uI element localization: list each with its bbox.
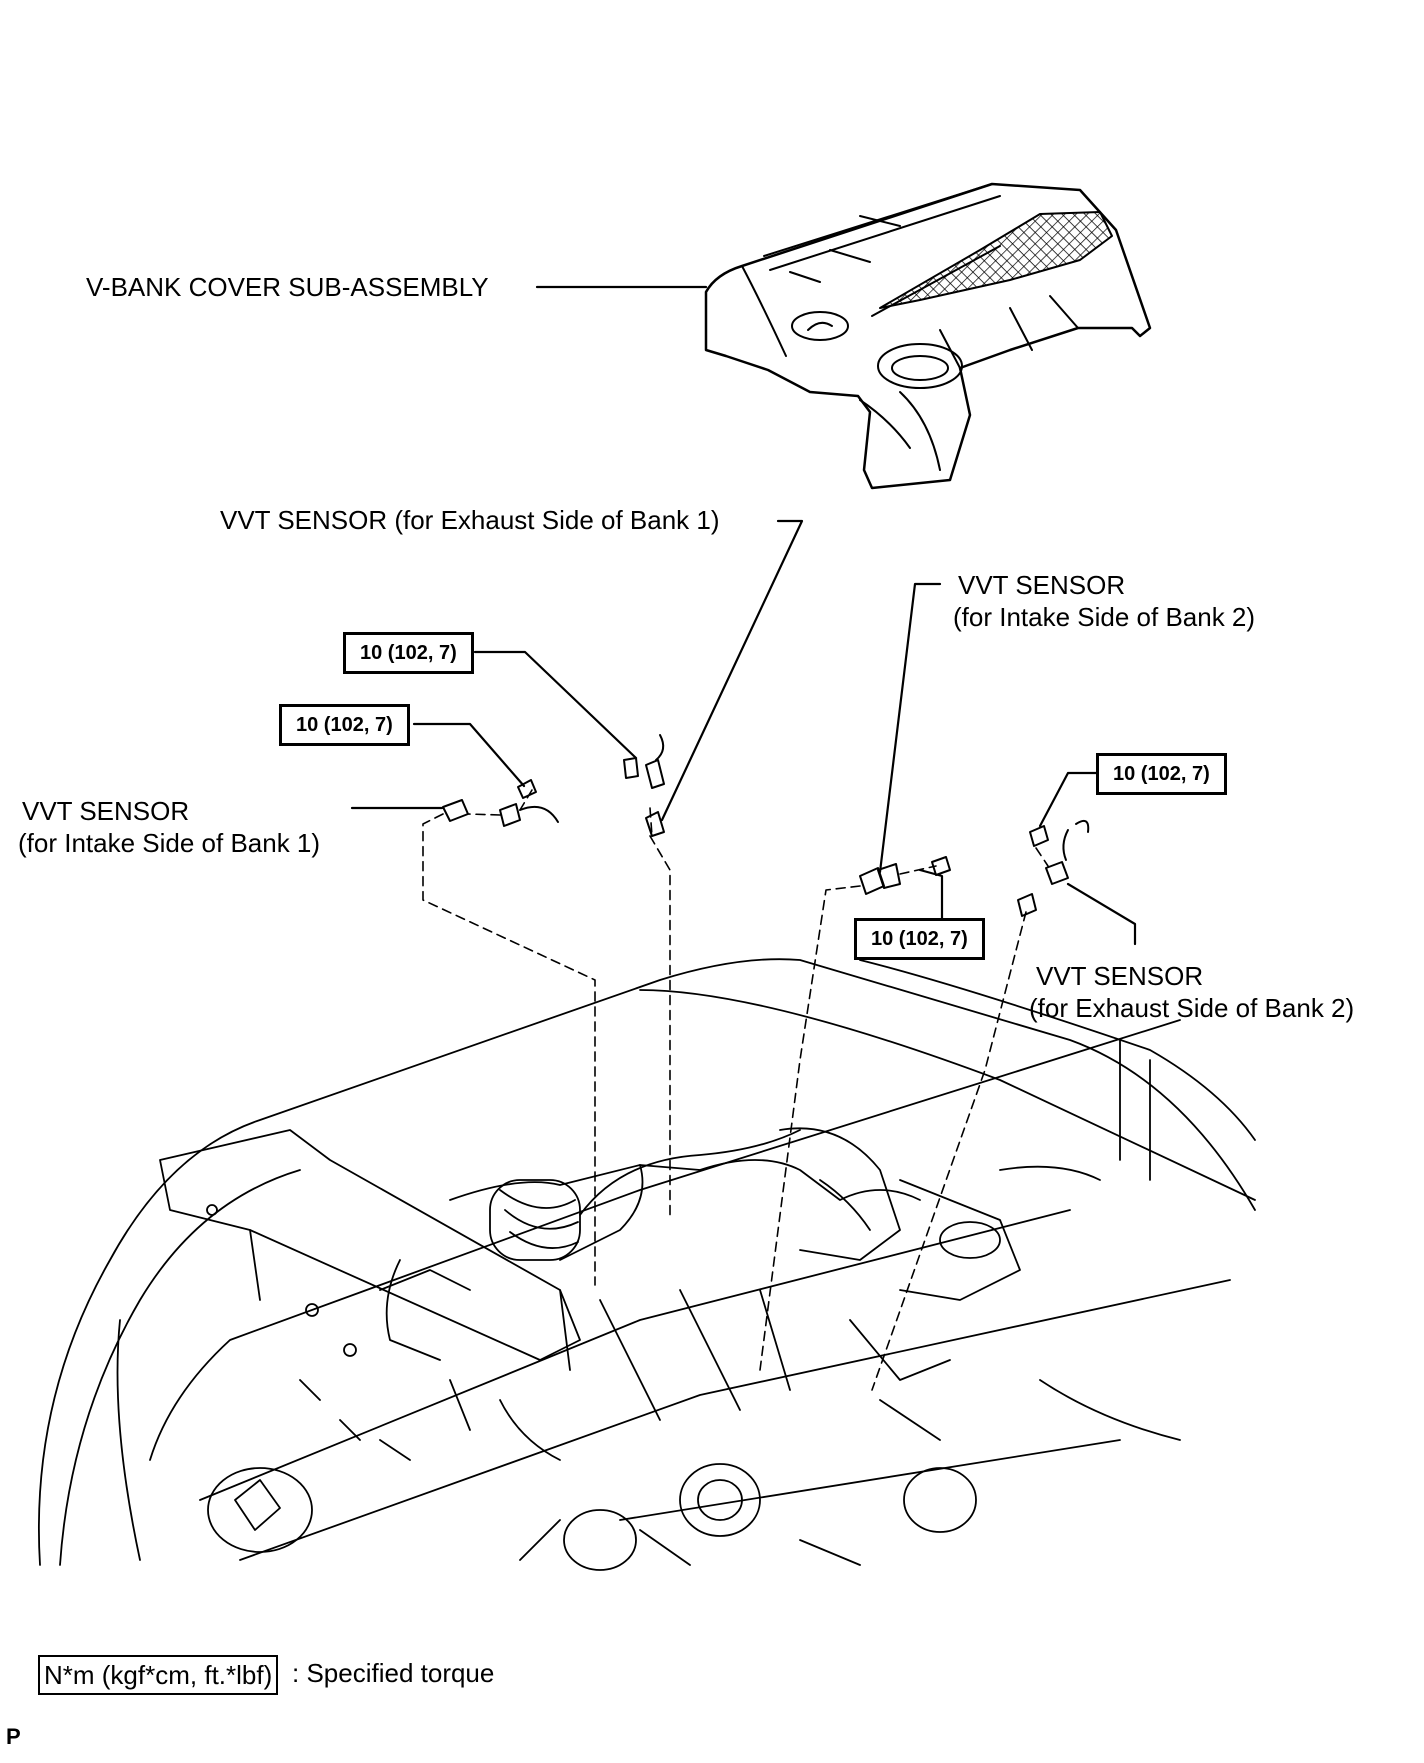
sensor-exhaust-b1-drawing — [623, 734, 665, 837]
label-vvt-exhaust-bank2-sub: (for Exhaust Side of Bank 2) — [1029, 993, 1355, 1023]
label-vbank-cover: V-BANK COVER SUB-ASSEMBLY — [86, 272, 489, 302]
label-vvt-intake-bank1-sub: (for Intake Side of Bank 1) — [18, 828, 321, 858]
sensor-intake-b1-drawing — [442, 779, 559, 827]
torque-spec-intake-b2-bolt: 10 (102, 7) — [854, 918, 985, 960]
torque-spec-exhaust-b2-bolt: 10 (102, 7) — [1096, 753, 1227, 795]
leader-lines — [350, 285, 1137, 946]
legend-description: : Specified torque — [292, 1658, 495, 1688]
label-vvt-exhaust-bank2-title: VVT SENSOR — [1036, 961, 1204, 991]
vbank-cover-drawing — [704, 182, 1152, 490]
sensor-exhaust-b2-drawing — [1017, 819, 1090, 917]
torque-spec-exhaust-b1-bolt: 10 (102, 7) — [343, 632, 474, 674]
corner-mark: P — [6, 1724, 21, 1749]
label-vvt-intake-bank1-title: VVT SENSOR — [22, 796, 190, 826]
label-vvt-exhaust-bank1: VVT SENSOR (for Exhaust Side of Bank 1) — [220, 505, 720, 535]
torque-spec-intake-b1-bolt: 10 (102, 7) — [279, 704, 410, 746]
label-vvt-intake-bank2-title: VVT SENSOR — [958, 570, 1126, 600]
label-vvt-intake-bank2-sub: (for Intake Side of Bank 2) — [953, 602, 1256, 632]
legend-torque-units-box: N*m (kgf*cm, ft.*lbf) — [38, 1655, 279, 1695]
engine-compartment-drawing — [37, 958, 1256, 1571]
installation-dashed-lines — [422, 789, 1049, 1391]
sensor-intake-b2-drawing — [859, 856, 951, 895]
